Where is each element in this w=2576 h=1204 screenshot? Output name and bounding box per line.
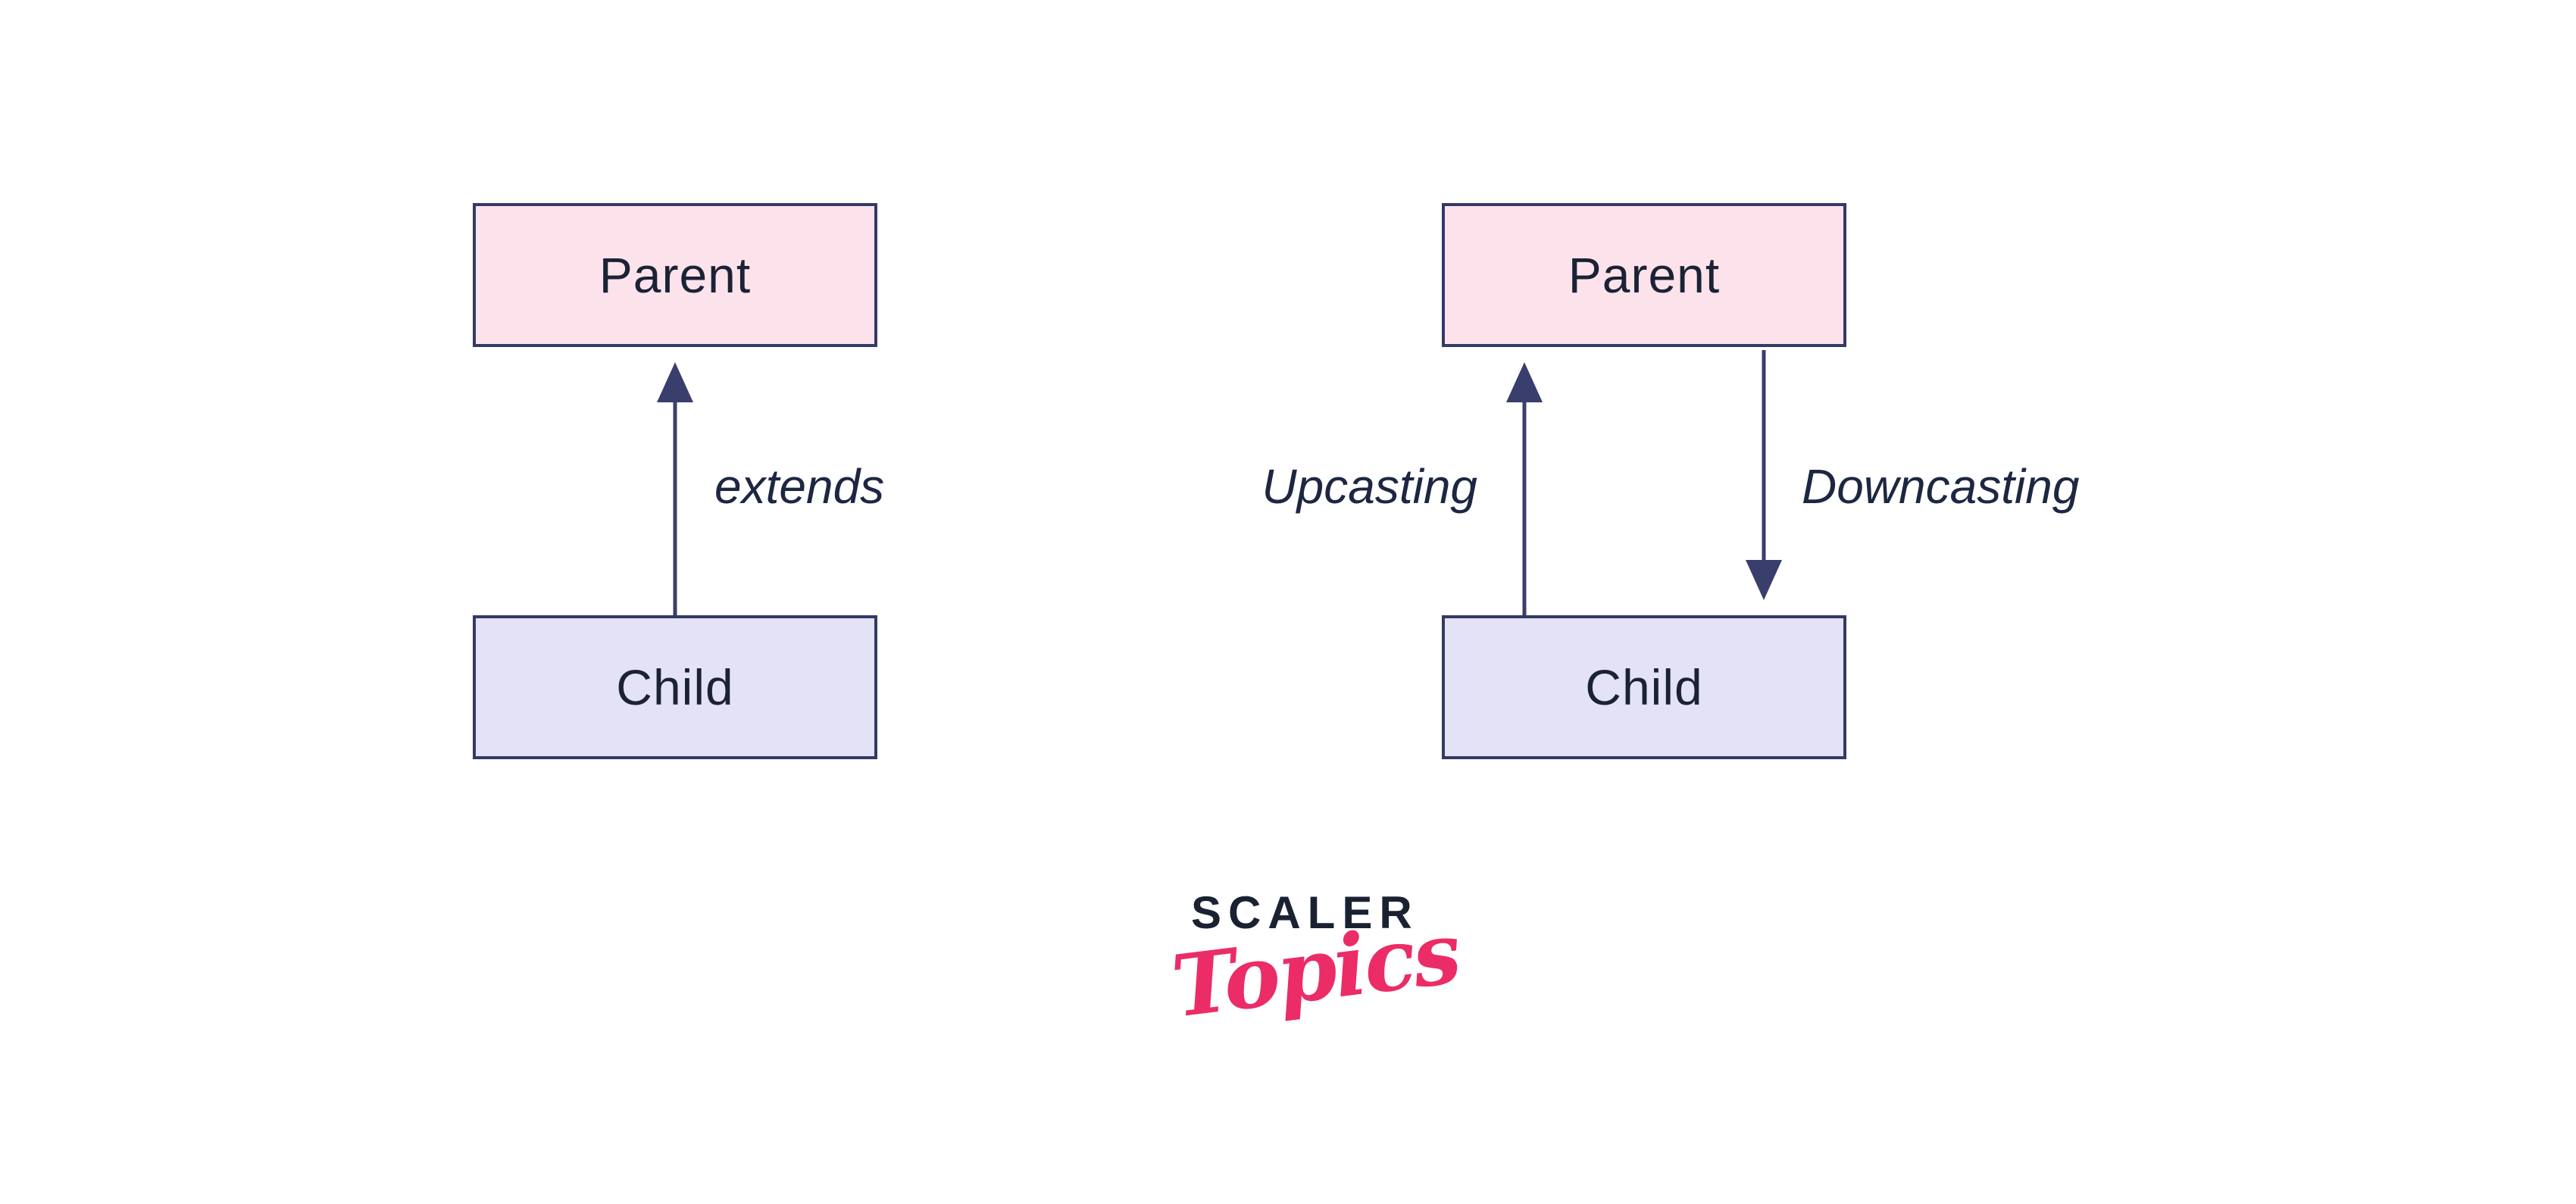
right-child-label: Child [1585,659,1703,715]
right-parent-class-box: Parent [1442,203,1846,347]
extends-arrow [657,362,693,615]
right-parent-label: Parent [1568,247,1721,303]
upcasting-arrow [1506,362,1543,615]
extends-edge-label: extends [714,459,885,514]
scaler-logo-wordmark: SCALER [1191,887,1419,938]
left-child-class-box: Child [473,615,877,759]
upcasting-edge-label: Upcasting [1261,459,1477,514]
left-parent-class-box: Parent [473,203,877,347]
scaler-topics-logo: SCALER Topics [1152,879,1464,1084]
downcasting-edge-label: Downcasting [1802,459,2080,514]
right-child-class-box: Child [1442,615,1846,759]
left-parent-label: Parent [599,247,752,303]
left-child-label: Child [616,659,734,715]
downcasting-arrow [1746,350,1782,600]
